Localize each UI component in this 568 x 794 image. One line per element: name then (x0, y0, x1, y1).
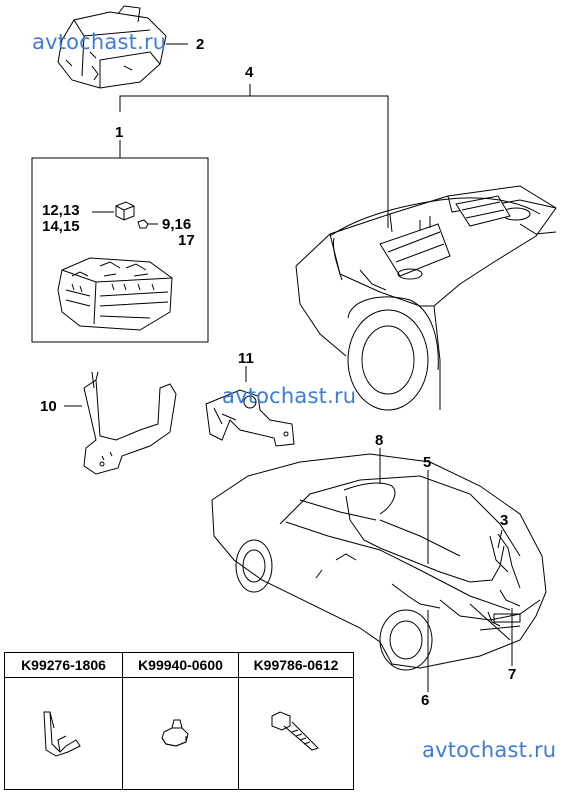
parts-table-column: K99786-0612 (239, 653, 353, 789)
small-fuse (137, 219, 158, 229)
body-harness-car (211, 453, 547, 671)
engine-bay-car (295, 185, 557, 411)
clip-icon (43, 711, 81, 757)
callout-12-13: 12,13 (42, 202, 80, 219)
relay-box-body (57, 257, 173, 331)
watermark-middle: avtochast.ru (222, 384, 357, 408)
parts-table-column: K99276-1806 (5, 653, 123, 789)
part-number: K99940-0600 (123, 653, 238, 678)
callout-2: 2 (196, 36, 205, 53)
junction-block-cover (57, 5, 188, 89)
callout-5: 5 (423, 454, 432, 471)
callout-10: 10 (40, 398, 57, 415)
callout-6: 6 (421, 692, 430, 709)
small-relay (92, 201, 135, 221)
callout-8: 8 (375, 432, 384, 449)
bolt-icon (271, 711, 319, 751)
callout-9-16: 9,16 (162, 216, 192, 233)
watermark-top: avtochast.ru (32, 30, 167, 54)
leader-4 (119, 84, 389, 228)
part-icon-slot (123, 678, 238, 789)
relay-box-frame (31, 140, 209, 343)
nut-icon (161, 719, 189, 747)
callout-11: 11 (238, 350, 254, 367)
fastener-parts-table: K99276-1806 K99940-0600 K99786-0612 (4, 652, 354, 790)
watermark-bottom: avtochast.ru (422, 738, 557, 762)
parts-table-column: K99940-0600 (123, 653, 239, 789)
part-icon-slot (5, 678, 122, 789)
leaders-lower (379, 448, 513, 692)
callout-17: 17 (178, 232, 195, 249)
callout-14-15: 14,15 (42, 218, 80, 235)
callout-1: 1 (115, 124, 124, 141)
part-icon-slot (239, 678, 353, 789)
part-number: K99276-1806 (5, 653, 122, 678)
part-number: K99786-0612 (239, 653, 353, 678)
bracket-11 (205, 366, 295, 447)
callout-4: 4 (245, 64, 254, 81)
callout-3: 3 (500, 512, 509, 529)
bracket-10 (64, 371, 177, 475)
callout-7: 7 (508, 666, 517, 683)
